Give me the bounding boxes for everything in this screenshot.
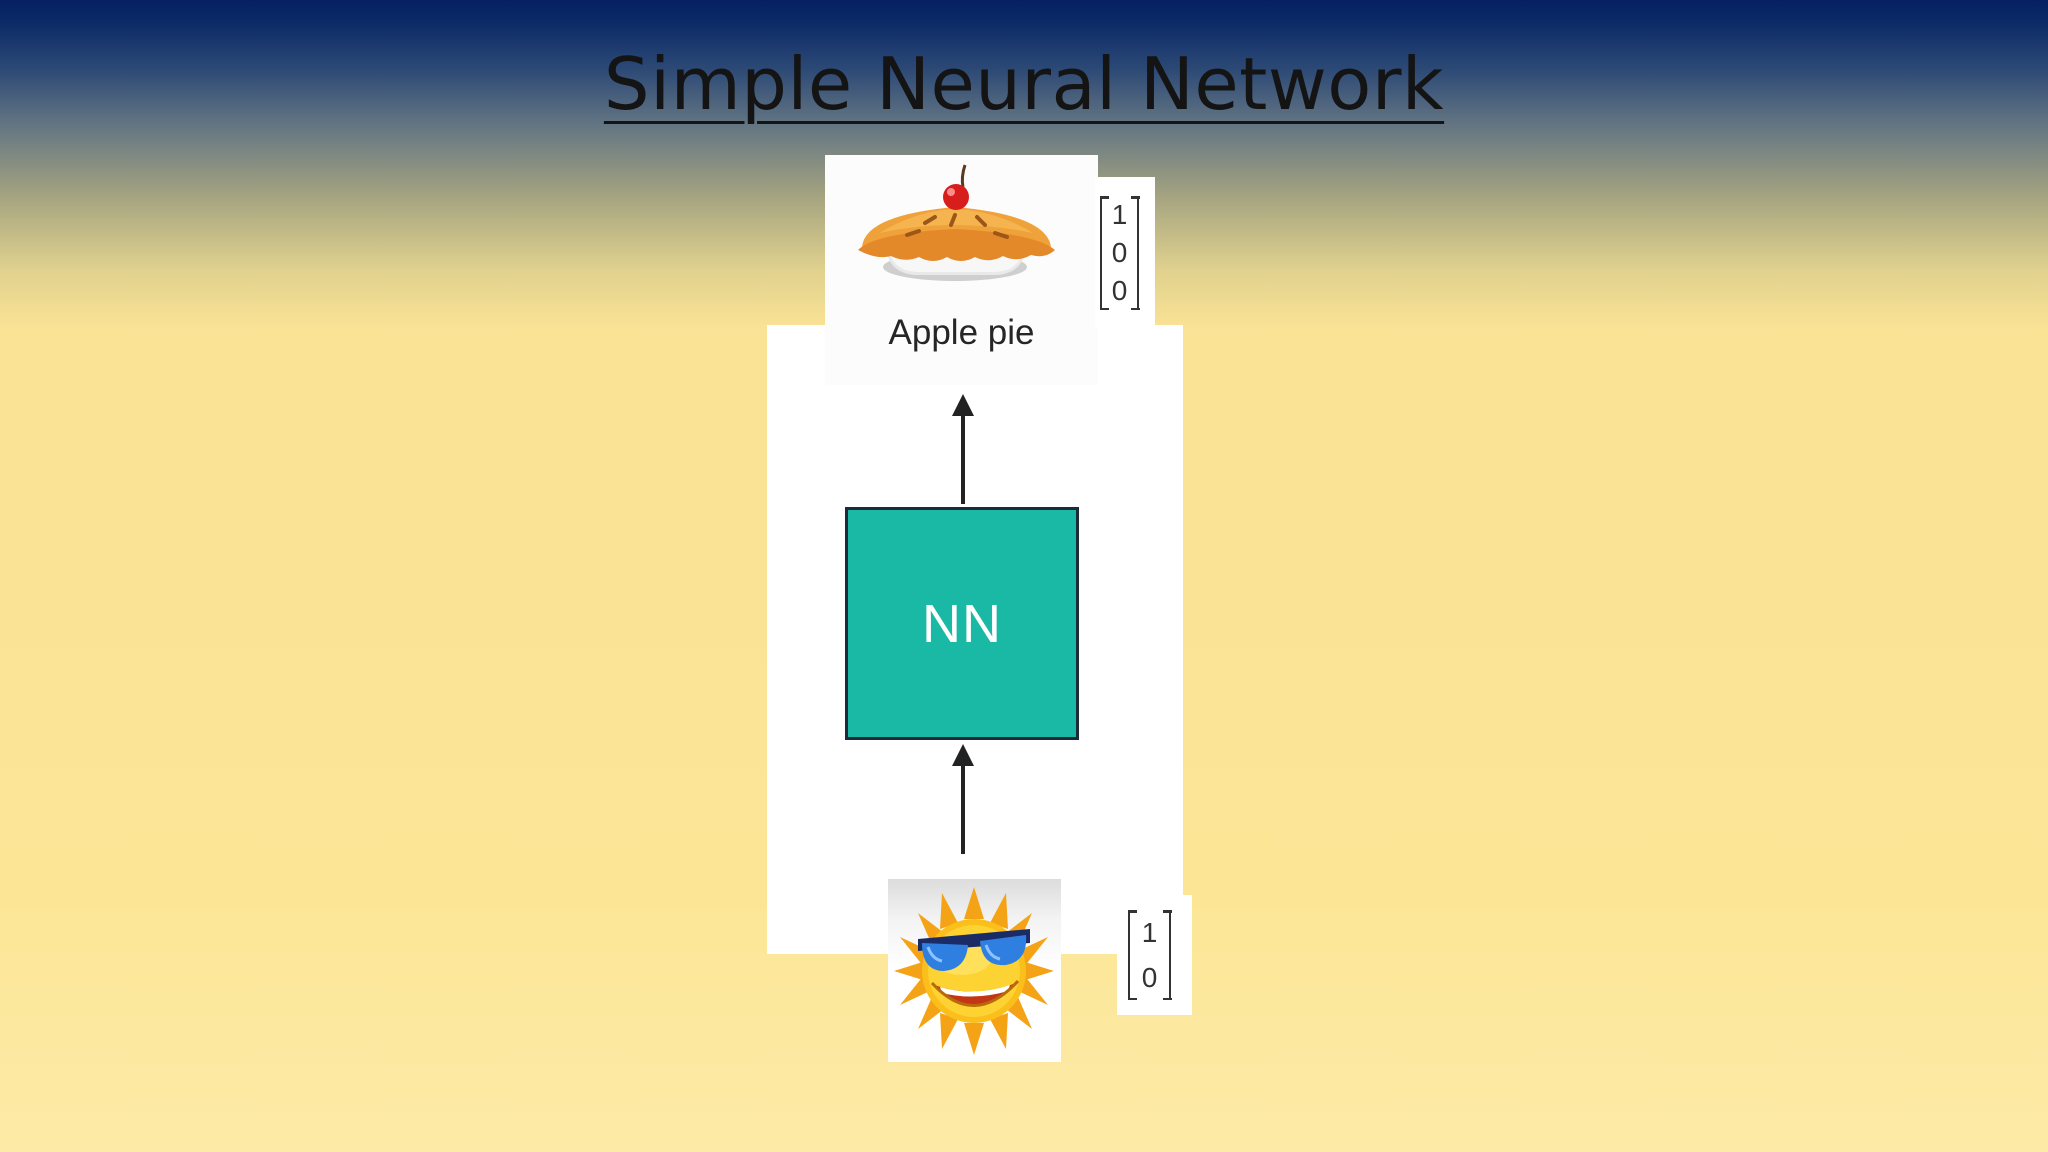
output-vector-value: 1 bbox=[1111, 199, 1128, 230]
output-card: Apple pie bbox=[825, 155, 1098, 385]
sun-with-sunglasses-icon bbox=[894, 887, 1054, 1055]
neural-network-box: NN bbox=[845, 507, 1079, 740]
slide-title: Simple Neural Network bbox=[603, 42, 1445, 126]
output-vector: 1 0 0 bbox=[1099, 196, 1140, 310]
input-vector: 1 0 bbox=[1127, 910, 1172, 1000]
input-card bbox=[888, 879, 1061, 1062]
arrow-up-icon bbox=[952, 394, 974, 504]
output-vector-card bbox=[1095, 177, 1155, 327]
output-vector-value: 0 bbox=[1111, 237, 1128, 268]
output-vector-value: 0 bbox=[1111, 275, 1128, 306]
nn-label: NN bbox=[922, 593, 1002, 654]
output-label: Apple pie bbox=[888, 313, 1035, 352]
arrow-up-icon bbox=[952, 744, 974, 854]
input-vector-value: 0 bbox=[1141, 961, 1158, 993]
input-vector-value: 1 bbox=[1141, 916, 1158, 948]
apple-pie-icon bbox=[858, 164, 1055, 281]
